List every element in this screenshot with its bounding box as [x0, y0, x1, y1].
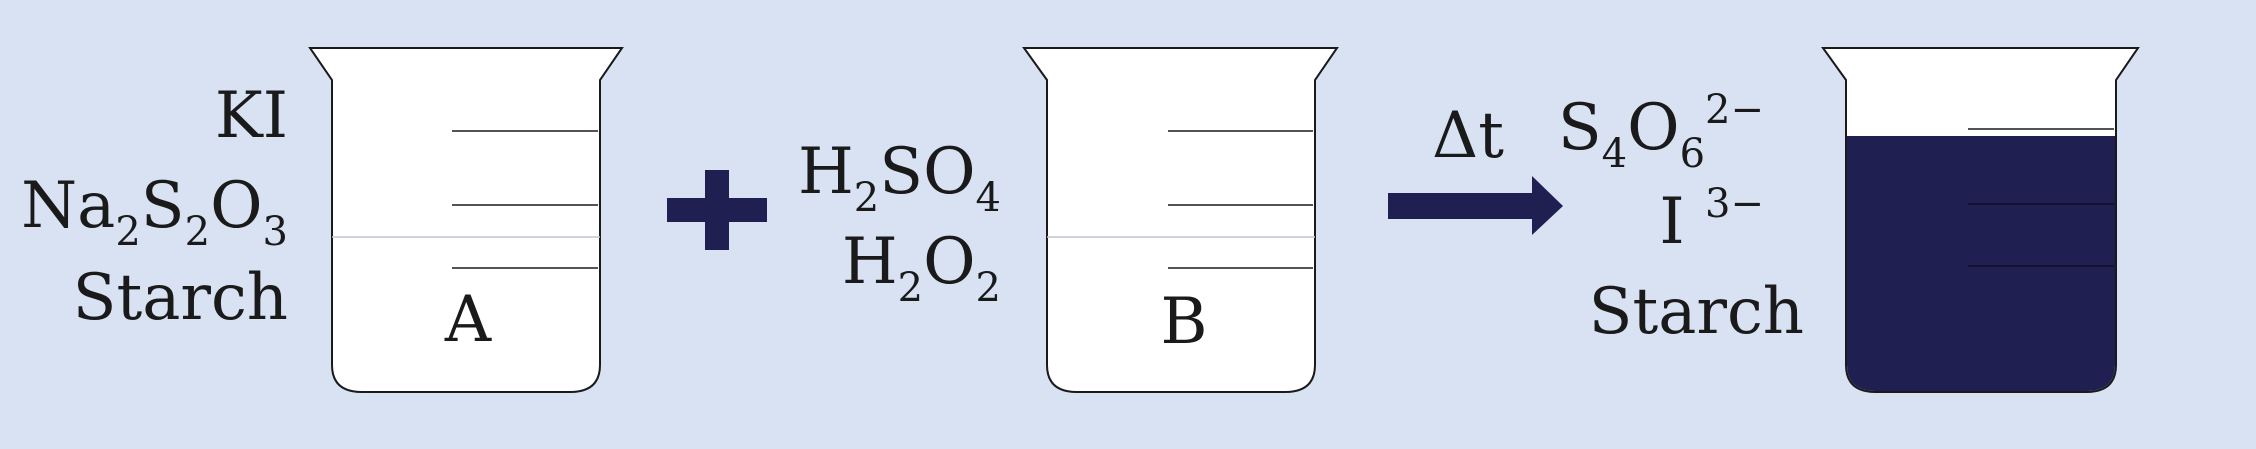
beaker-b [1022, 47, 1339, 393]
reagent-starch-a: Starch [72, 261, 288, 335]
beaker-c [1821, 47, 2140, 393]
beaker-a [308, 47, 624, 393]
right-arrow-icon [1388, 176, 1563, 235]
beaker-b-label: B [1160, 285, 1208, 359]
reagent-sulfuric-acid: H2SO4 [797, 135, 1001, 221]
product-tetrathionate: S4O62− [1557, 87, 1764, 177]
reagent-hydrogen-peroxide: H2O2 [841, 225, 1001, 311]
plus-icon [667, 170, 767, 250]
product-triiodide: I 3− [1659, 181, 1764, 259]
beaker-c-dark-solution [1847, 136, 2115, 391]
time-delta-label: Δt [1432, 99, 1504, 173]
reagent-sodium-thiosulfate: Na2S2O3 [21, 169, 288, 255]
reagent-ki: KI [214, 79, 288, 153]
product-starch: Starch [1588, 275, 1804, 349]
beaker-a-label: A [444, 283, 492, 357]
